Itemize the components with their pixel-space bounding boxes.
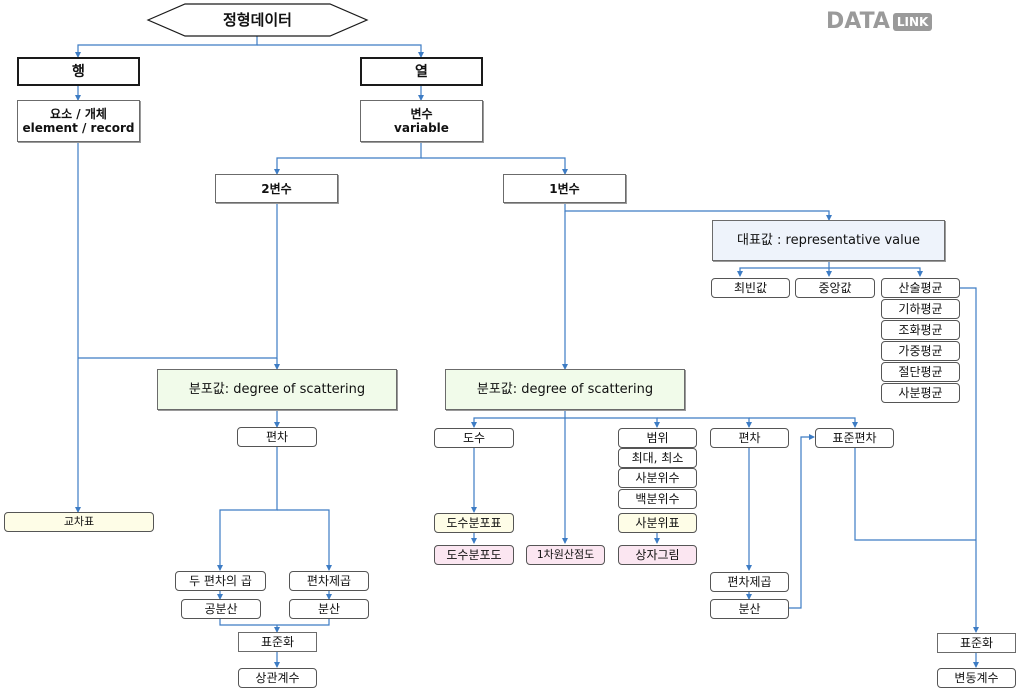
bivariate-scatter-node: 분포값: degree of scattering xyxy=(157,369,397,410)
mode-node: 최빈값 xyxy=(711,278,790,298)
connector xyxy=(657,417,752,428)
element-record-ko: 요소 / 개체 xyxy=(50,107,107,121)
connector xyxy=(789,434,815,609)
connector xyxy=(829,267,923,277)
cv-node: 변동계수 xyxy=(937,668,1016,688)
std-dev-node: 표준편차 xyxy=(815,428,894,448)
row-node: 행 xyxy=(17,57,140,86)
covariance-node: 공분산 xyxy=(181,599,261,619)
connector xyxy=(75,36,258,58)
bivariate-deviation-node: 편차 xyxy=(237,427,317,447)
connector xyxy=(219,618,330,626)
connector xyxy=(471,410,566,428)
element-record-node: 요소 / 개체 element / record xyxy=(17,100,140,142)
logo-word: DATA xyxy=(826,9,890,34)
crosstab-node: 교차표 xyxy=(4,512,154,532)
connector xyxy=(564,203,832,221)
correlation-node: 상관계수 xyxy=(238,668,317,688)
mean-weighted-node: 가중평균 xyxy=(881,341,960,361)
range-node: 범위 xyxy=(618,428,697,448)
bivariate-variance-node: 분산 xyxy=(289,599,369,619)
mean-quartile-node: 사분평균 xyxy=(881,383,960,403)
univariate-variance-node: 분산 xyxy=(710,599,789,619)
connector xyxy=(277,509,332,571)
frequency-node: 도수 xyxy=(434,428,514,448)
univariate-standardize-node: 표준화 xyxy=(937,633,1016,653)
connector xyxy=(960,287,979,633)
variable-node: 변수 variable xyxy=(360,100,483,142)
quartile-table-node: 사분위표 xyxy=(618,513,697,533)
univariate-deviation-node: 편차 xyxy=(710,428,789,448)
variable-en: variable xyxy=(394,121,449,135)
connector xyxy=(421,157,568,175)
column-node: 열 xyxy=(360,57,483,86)
element-record-en: element / record xyxy=(22,121,135,135)
mean-harmonic-node: 조화평균 xyxy=(881,320,960,340)
connector xyxy=(78,203,278,359)
frequency-table-node: 도수분포표 xyxy=(434,513,514,533)
quartiles-node: 사분위수 xyxy=(618,468,697,488)
bivariate-standardize-node: 표준화 xyxy=(238,632,317,652)
variable-ko: 변수 xyxy=(410,107,433,121)
connector xyxy=(737,261,830,277)
dot-plot-node: 1차원산점도 xyxy=(526,545,605,565)
datalink-logo: DATA LINK xyxy=(826,9,933,34)
univariate-square-node: 편차제곱 xyxy=(710,572,789,592)
univariate-node: 1변수 xyxy=(503,174,626,203)
frequency-chart-node: 도수분포도 xyxy=(434,545,514,565)
connector xyxy=(854,447,976,541)
connector xyxy=(257,44,424,58)
deviation-product-node: 두 편차의 곱 xyxy=(175,571,266,591)
connector xyxy=(274,142,422,175)
mean-geometric-node: 기하평균 xyxy=(881,299,960,319)
root-hexagon xyxy=(146,3,369,37)
logo-badge: LINK xyxy=(892,12,933,31)
univariate-scatter-node: 분포값: degree of scattering xyxy=(445,369,685,410)
box-plot-node: 상자그림 xyxy=(618,545,697,565)
median-node: 중앙값 xyxy=(795,278,875,298)
bivariate-square-node: 편차제곱 xyxy=(289,571,369,591)
bivariate-node: 2변수 xyxy=(215,174,338,203)
max-min-node: 최대, 최소 xyxy=(618,448,697,468)
percentiles-node: 백분위수 xyxy=(618,489,697,509)
root-node: 정형데이터 xyxy=(222,11,292,29)
connector xyxy=(565,417,660,428)
mean-trimmed-node: 절단평균 xyxy=(881,362,960,382)
representative-value-node: 대표값 : representative value xyxy=(712,220,945,261)
connector xyxy=(749,417,858,428)
connector xyxy=(217,447,278,571)
mean-arithmetic-node: 산술평균 xyxy=(881,278,960,298)
